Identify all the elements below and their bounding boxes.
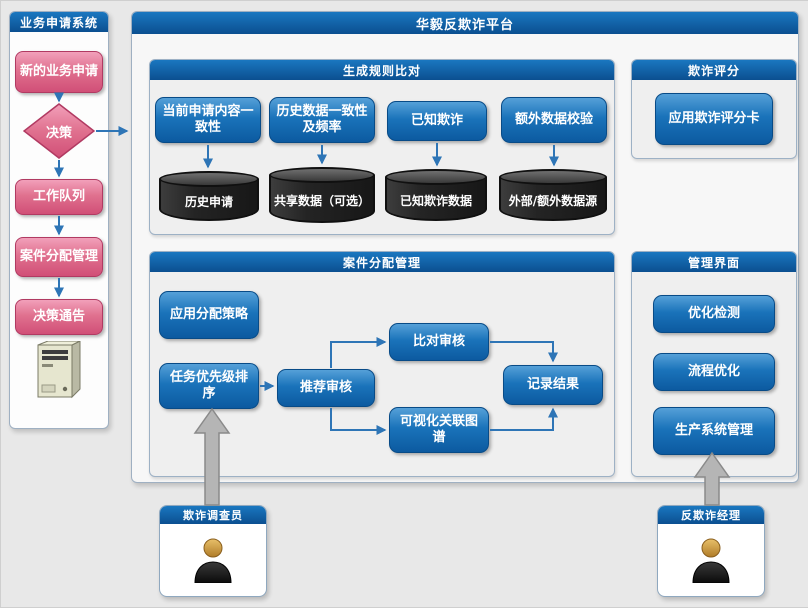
datastore-history-applications: 历史申请 <box>159 171 259 221</box>
manager-box: 反欺诈经理 <box>657 505 765 597</box>
datastore-label: 外部/额外数据源 <box>508 193 598 208</box>
cylinder-body <box>269 175 375 223</box>
node-production-system-management: 生产系统管理 <box>653 407 775 455</box>
rule-matching-title: 生成规则比对 <box>150 60 614 80</box>
datastore-external-sources: 外部/额外数据源 <box>499 169 607 221</box>
person-icon <box>692 538 730 583</box>
platform-title: 华毅反欺诈平台 <box>132 12 798 34</box>
node-optimize-detection: 优化检测 <box>653 295 775 333</box>
node-allocation-strategy: 应用分配策略 <box>159 291 259 339</box>
datastore-shared-data: 共享数据（可选） <box>269 167 375 223</box>
node-case-assignment: 案件分配管理 <box>15 237 103 277</box>
cylinder-top <box>159 171 259 187</box>
node-task-prioritization: 任务优先级排序 <box>159 363 259 409</box>
server-icon <box>36 340 82 399</box>
node-work-queue: 工作队列 <box>15 179 103 215</box>
node-visual-graph: 可视化关联图谱 <box>389 407 489 453</box>
diamond-shape <box>22 103 96 159</box>
cylinder-top <box>385 169 487 185</box>
manager-body <box>658 524 764 596</box>
node-record-results: 记录结果 <box>503 365 603 405</box>
business-system-title: 业务申请系统 <box>10 12 108 32</box>
case-management-title: 案件分配管理 <box>150 252 614 272</box>
datastore-label: 已知欺诈数据 <box>399 193 472 208</box>
node-compare-review: 比对审核 <box>389 323 489 361</box>
investigator-box: 欺诈调查员 <box>159 505 267 597</box>
datastore-label: 历史申请 <box>184 194 233 209</box>
fraud-scoring-title: 欺诈评分 <box>632 60 796 80</box>
datastore-label: 共享数据（可选） <box>273 193 370 208</box>
node-history-consistency-frequency: 历史数据一致性及频率 <box>269 97 375 143</box>
investigator-title: 欺诈调查员 <box>160 506 266 524</box>
node-fraud-scorecard: 应用欺诈评分卡 <box>655 93 773 145</box>
person-icon <box>194 538 232 583</box>
decision-diamond: 决策 <box>22 103 96 159</box>
manager-title: 反欺诈经理 <box>658 506 764 524</box>
node-known-fraud: 已知欺诈 <box>387 101 487 141</box>
node-new-application: 新的业务申请 <box>15 51 103 93</box>
node-recommend-review: 推荐审核 <box>277 369 375 407</box>
cylinder-top <box>499 169 607 185</box>
decision-label: 决策 <box>45 125 72 141</box>
node-current-content-consistency: 当前申请内容一致性 <box>155 97 261 143</box>
node-decision-notice: 决策通告 <box>15 299 103 335</box>
cylinder-top <box>269 167 375 183</box>
datastore-known-fraud-data: 已知欺诈数据 <box>385 169 487 221</box>
node-process-optimization: 流程优化 <box>653 353 775 391</box>
investigator-body <box>160 524 266 596</box>
admin-title: 管理界面 <box>632 252 796 272</box>
node-extra-data-validation: 额外数据校验 <box>501 97 607 143</box>
